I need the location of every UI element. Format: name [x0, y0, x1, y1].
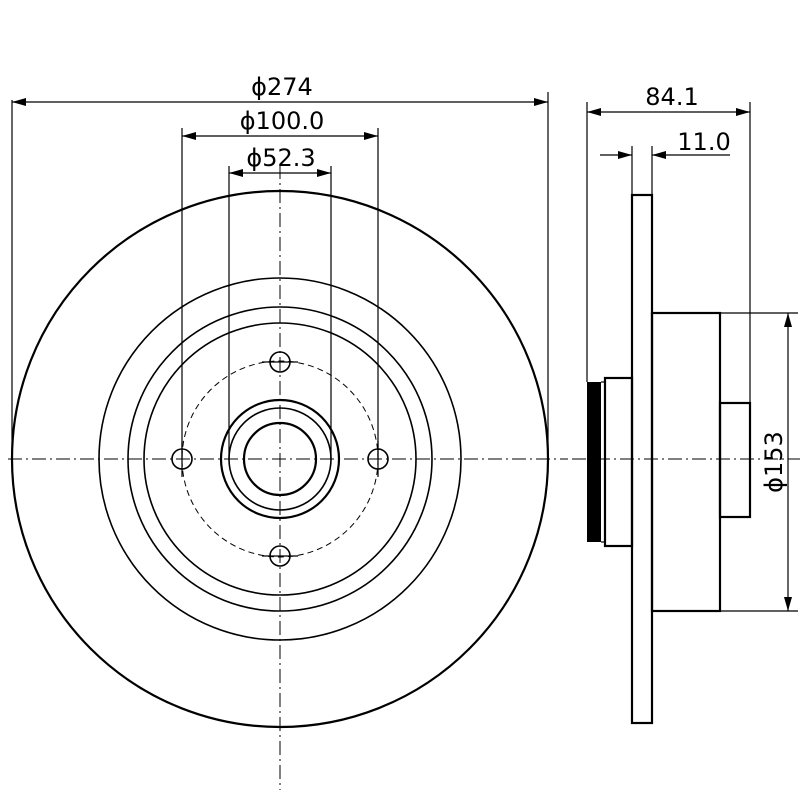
- hub-diameter-label: ϕ153: [760, 431, 788, 493]
- center-bore-outer: [219, 398, 341, 520]
- side-view: 84.1 11.0 ϕ153: [572, 83, 800, 725]
- friction-ring-inner-edge: [98, 277, 462, 641]
- center-bore-label: ϕ52.3: [246, 144, 315, 172]
- hub-body-section: [650, 311, 722, 613]
- center-bore-inner: [242, 421, 318, 497]
- disc-thickness-label: 11.0: [677, 128, 730, 156]
- disc-thickness-dimension: 11.0: [600, 128, 731, 195]
- bolt-circle-label: ϕ100.0: [240, 107, 325, 135]
- outer-diameter-label: ϕ274: [251, 73, 313, 101]
- abs-ring-teeth: [587, 382, 601, 542]
- abs-ring-section: [603, 376, 634, 548]
- front-view: ϕ274 ϕ100.0 ϕ52.3: [8, 73, 568, 790]
- overall-height-dimension: 84.1: [586, 83, 751, 403]
- hub-flange-edge: [143, 322, 417, 596]
- outer-diameter-dimension: ϕ274: [11, 73, 549, 459]
- hub-diameter-dimension: ϕ153: [720, 312, 798, 612]
- overall-height-label: 84.1: [645, 83, 698, 111]
- bolt-hole-top: [262, 351, 298, 373]
- center-bore-dimension: ϕ52.3: [228, 144, 332, 459]
- hat-outer-edge: [127, 306, 433, 612]
- bolt-hole-bottom: [262, 545, 298, 567]
- bolt-circle-dimension: ϕ100.0: [181, 107, 379, 459]
- hub-boss-section: [718, 401, 752, 519]
